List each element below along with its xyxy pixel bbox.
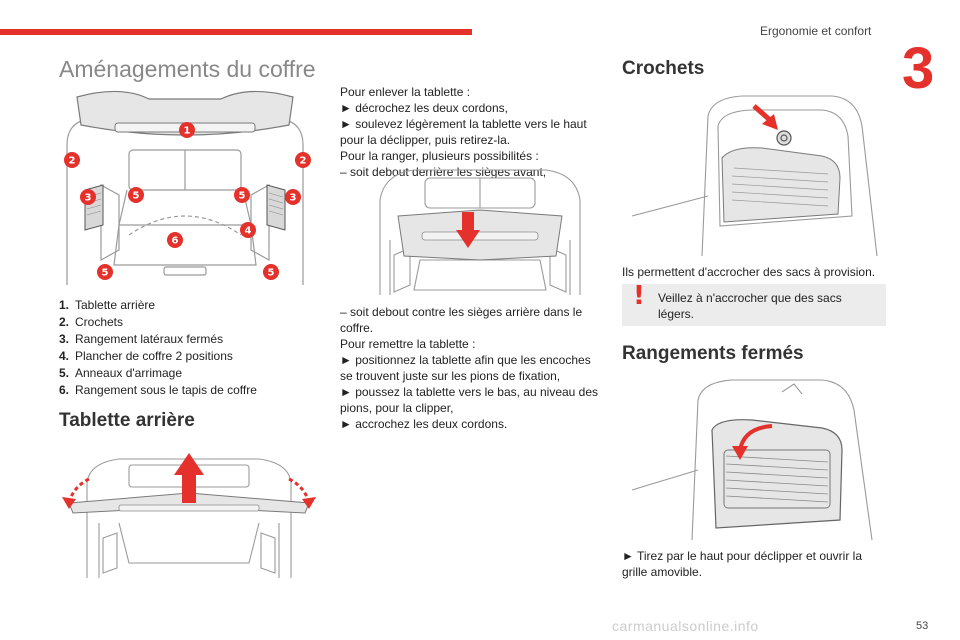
legend-item: 3. Rangement latéraux fermés: [59, 331, 257, 348]
shelf-behind-front-seats-illustration: [379, 169, 581, 295]
legend-number: 3.: [59, 332, 70, 346]
legend-item: 6. Rangement sous le tapis de coffre: [59, 382, 257, 399]
marker-5-bottom-left-label: 5: [102, 268, 109, 279]
heading-rangements-fermes: Rangements fermés: [622, 343, 804, 364]
legend-text: Rangement sous le tapis de coffre: [75, 383, 257, 397]
legend-item: 2. Crochets: [59, 314, 257, 331]
header-accent-bar: [0, 29, 472, 35]
section-title: Ergonomie et confort: [760, 24, 872, 38]
text-line: ► soulevez légèrement la tablette vers l…: [340, 117, 587, 131]
warning-box: ! Veillez à n'accrocher que des sacs lég…: [622, 281, 886, 326]
marker-5-top-left: [128, 187, 144, 203]
legend-text: Plancher de coffre 2 positions: [75, 349, 233, 363]
page-title: Aménagements du coffre: [59, 56, 316, 82]
marker-6: [167, 232, 183, 248]
legend-item: 1. Tablette arrière: [59, 297, 257, 314]
hook-pointer-arrow-icon: [752, 104, 778, 130]
marker-4: [240, 222, 256, 238]
numbered-markers: 1 2 2 3 3 4 5 5 5 5 6: [64, 122, 311, 280]
closed-storage-illustration: [631, 379, 873, 540]
legend-number: 2.: [59, 315, 70, 329]
legend-text: Crochets: [75, 315, 124, 329]
page-number: 53: [916, 620, 929, 632]
marker-5-bottom-right: [263, 264, 279, 280]
legend-item: 4. Plancher de coffre 2 positions: [59, 348, 257, 365]
legend-text: Tablette arrière: [75, 298, 156, 312]
remove-instructions: Pour enlever la tablette : ► décrochez l…: [340, 84, 605, 180]
text-line: Pour la ranger, plusieurs possibilités :: [340, 149, 539, 163]
lift-up-arrow-icon: [174, 453, 204, 503]
text-line: ► poussez la tablette vers le bas, au ni…: [340, 385, 599, 399]
pull-open-arrow-icon: [732, 424, 773, 460]
text-line: ► Tirez par le haut pour déclipper et ou…: [622, 549, 862, 563]
text-line: grille amovible.: [622, 565, 703, 579]
trunk-overview-illustration: 1 2 2 3 3 4 5 5 5 5 6: [64, 90, 311, 285]
marker-2-right: [295, 152, 311, 168]
marker-5-bottom-left: [97, 264, 113, 280]
cord-left-arrow-icon: [62, 477, 90, 509]
marker-1-label: 1: [184, 126, 191, 137]
marker-6-label: 6: [172, 236, 179, 247]
store-instructions: – soit debout contre les sièges arrière …: [340, 304, 605, 432]
text-line: – soit debout derrière les sièges avant,: [340, 165, 547, 179]
watermark: carmanualsonline.info: [612, 618, 759, 634]
marker-2-left: [64, 152, 80, 168]
marker-3-right-label: 3: [290, 193, 297, 204]
text-line: – soit debout contre les sièges arrière …: [340, 305, 583, 319]
marker-5-bottom-right-label: 5: [268, 268, 275, 279]
legend-text: Anneaux d'arrimage: [75, 366, 183, 380]
marker-2-left-label: 2: [69, 156, 76, 167]
text-line: pour la déclipper, puis retirez-la.: [340, 133, 511, 147]
chapter-number: 3: [902, 36, 935, 101]
warning-text: Veillez à n'accrocher que des sacs léger…: [658, 291, 842, 321]
rangements-instructions: ► Tirez par le haut pour déclipper et ou…: [622, 548, 892, 580]
lower-down-arrow-icon: [456, 212, 480, 248]
text-line: pions, pour la clipper,: [340, 401, 454, 415]
legend-number: 6.: [59, 383, 70, 397]
legend-number: 5.: [59, 366, 70, 380]
marker-3-left-label: 3: [85, 193, 92, 204]
marker-1: [179, 122, 195, 138]
legend-item: 5. Anneaux d'arrimage: [59, 365, 257, 382]
text-line: coffre.: [340, 321, 374, 335]
heading-crochets: Crochets: [622, 58, 705, 79]
hook-icon: [776, 130, 792, 146]
marker-3-right: [285, 189, 301, 205]
heading-tablette-arriere: Tablette arrière: [59, 410, 195, 431]
marker-3-left: [80, 189, 96, 205]
legend-list: 1. Tablette arrière 2. Crochets 3. Rangemen…: [59, 297, 257, 399]
cord-right-arrow-icon: [288, 477, 316, 509]
marker-5-top-left-label: 5: [133, 191, 140, 202]
text-line: Pour remettre la tablette :: [340, 337, 476, 351]
legend-number: 1.: [59, 298, 70, 312]
text-line: Pour enlever la tablette :: [340, 85, 471, 99]
crochets-description: Ils permettent d'accrocher des sacs à pr…: [622, 265, 876, 279]
legend-number: 4.: [59, 349, 70, 363]
text-line: ► décrochez les deux cordons,: [340, 101, 508, 115]
marker-5-top-right-label: 5: [239, 191, 246, 202]
text-line: se trouvent juste sur les pions de fixat…: [340, 369, 561, 383]
marker-5-top-right: [234, 187, 250, 203]
hooks-illustration: [631, 95, 878, 256]
shelf-removal-illustration: [62, 453, 316, 578]
legend-text: Rangement latéraux fermés: [75, 332, 224, 346]
marker-4-label: 4: [245, 226, 252, 237]
marker-2-right-label: 2: [300, 156, 307, 167]
text-line: ► accrochez les deux cordons.: [340, 417, 508, 431]
warning-icon: !: [633, 281, 645, 311]
text-line: ► positionnez la tablette afin que les e…: [340, 353, 591, 367]
